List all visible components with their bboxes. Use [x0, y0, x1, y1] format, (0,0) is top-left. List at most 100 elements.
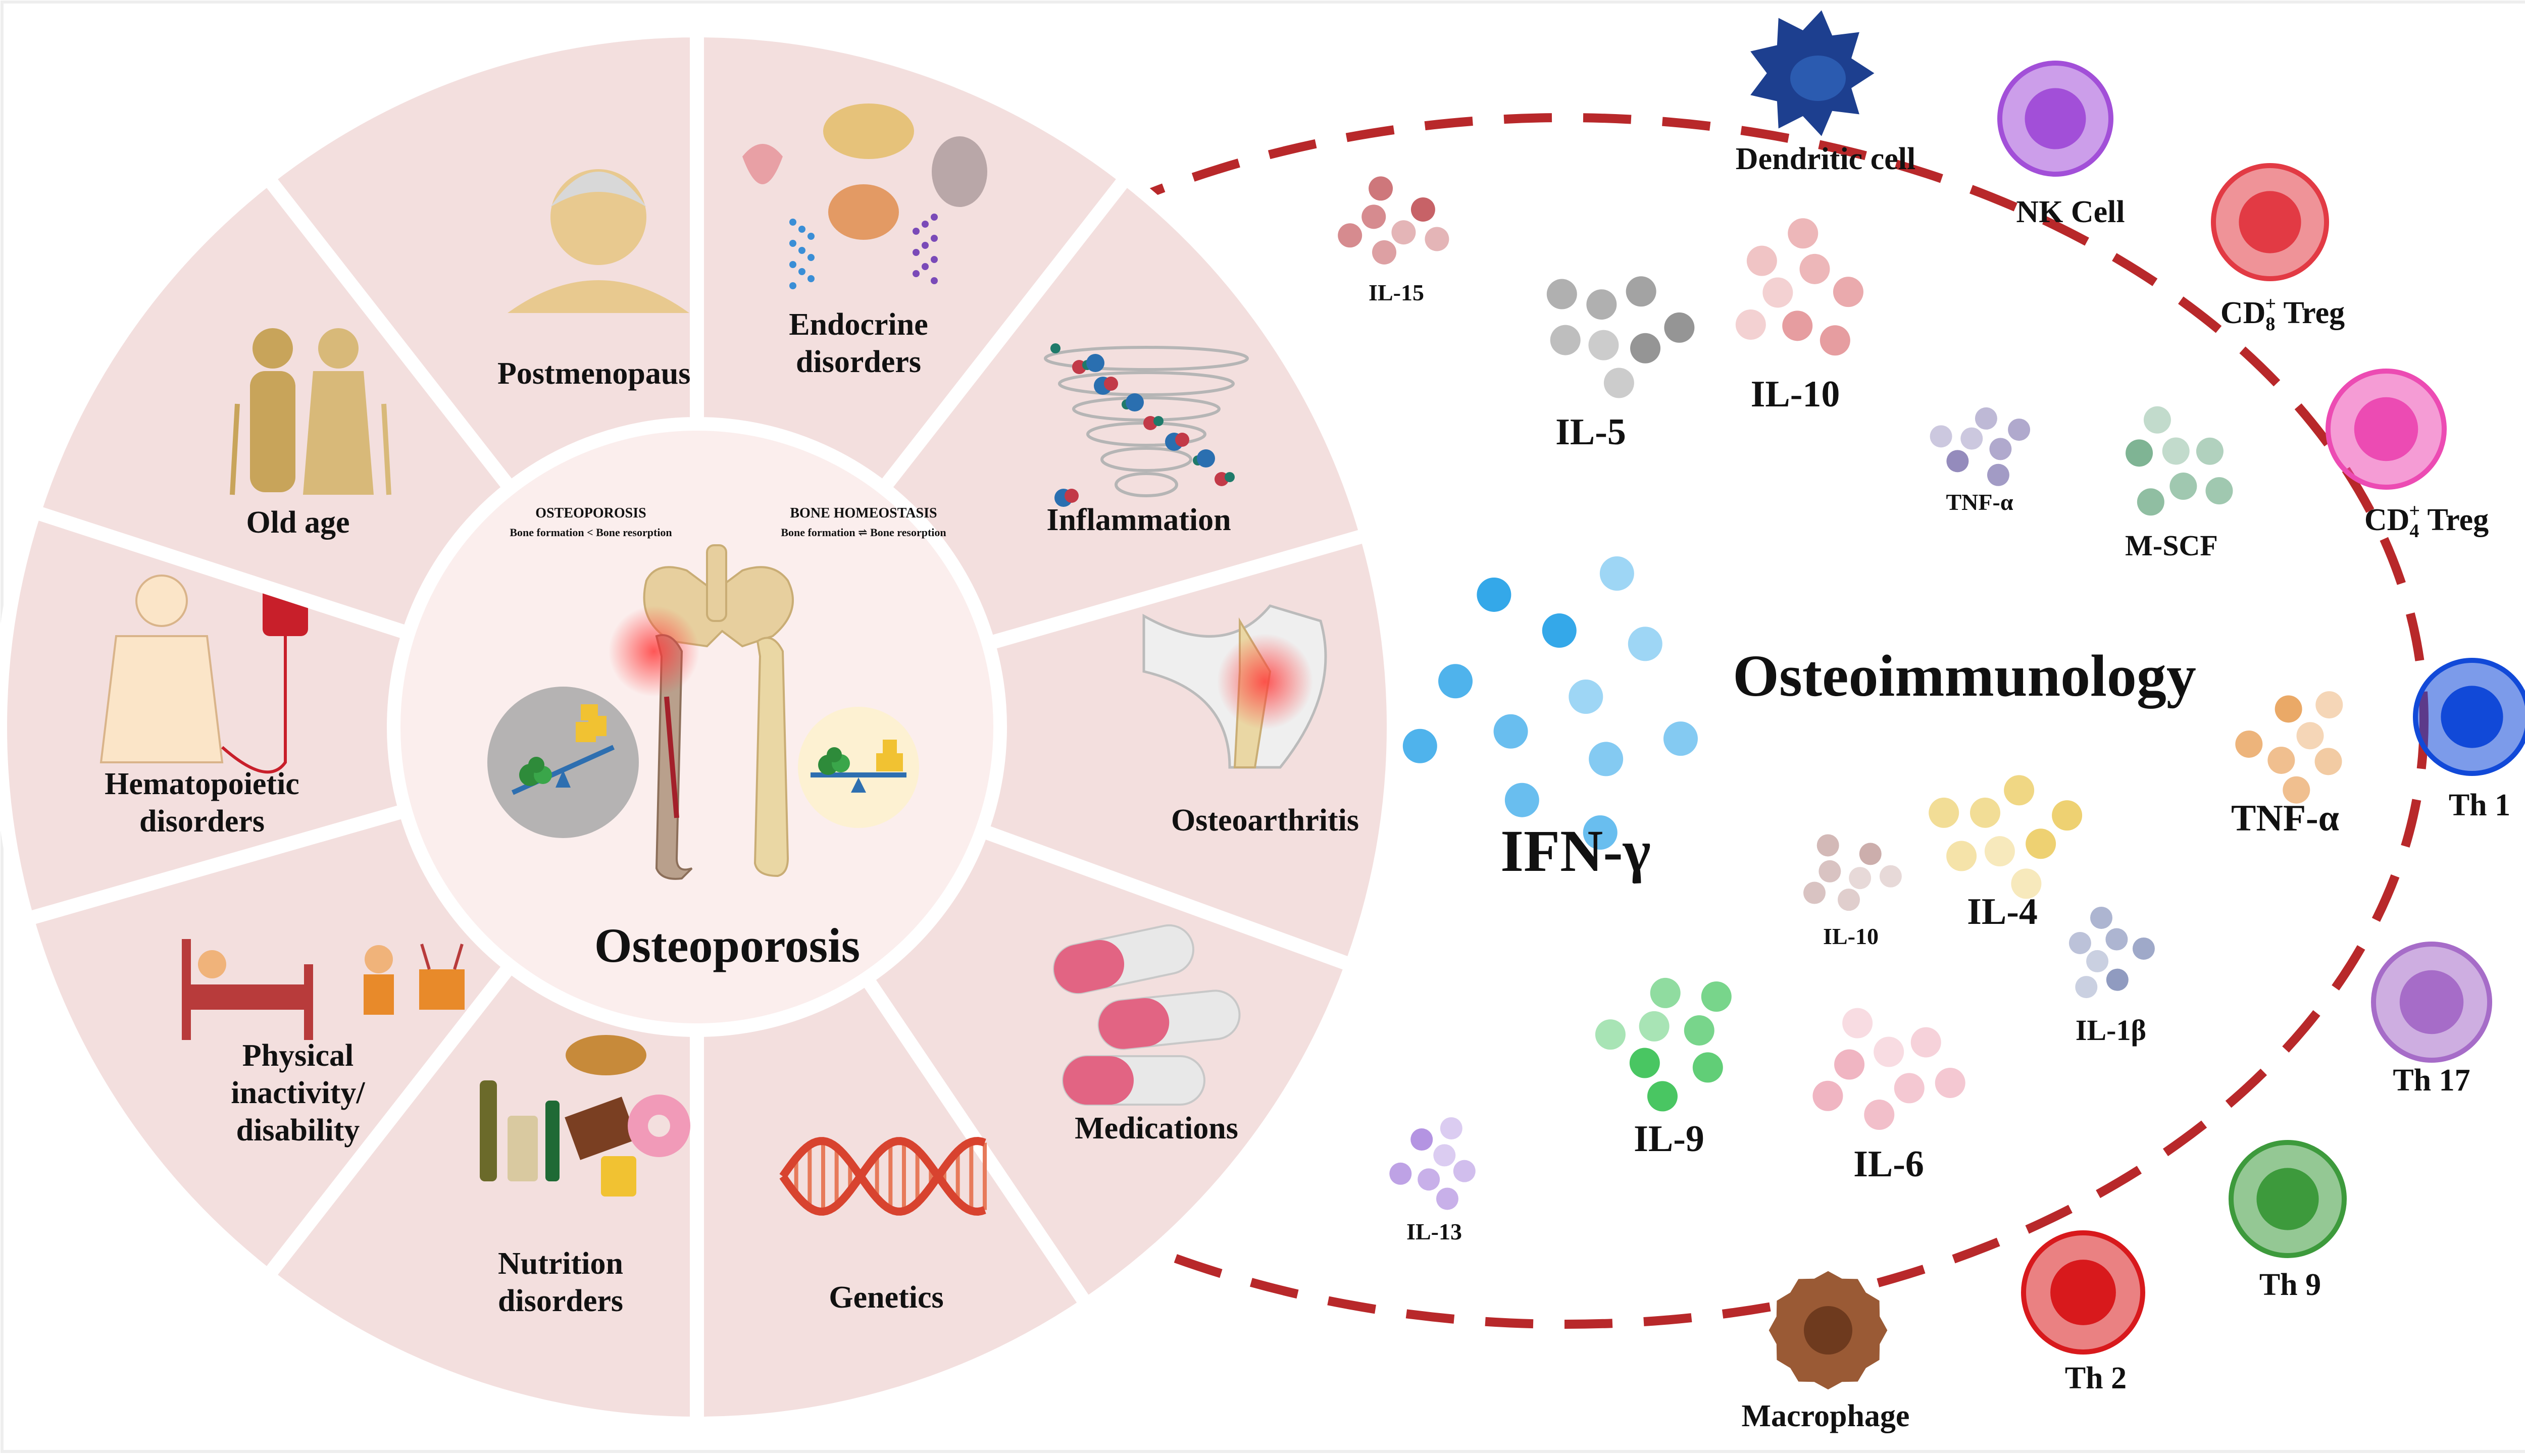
cytokine-label: IL-15 — [1369, 280, 1424, 305]
cytokine-particle — [1812, 1080, 1843, 1111]
cell-label: CD8+ Treg — [2220, 293, 2345, 335]
cytokine-particle — [1453, 1160, 1476, 1182]
cytokine-particle — [1664, 312, 1695, 343]
cytokine-particle — [1583, 815, 1618, 850]
segment-label: disorders — [498, 1284, 623, 1318]
cytokine-particle — [1629, 1048, 1660, 1078]
cytokine-particle — [1834, 1049, 1865, 1080]
pills-icon — [1053, 924, 1241, 1106]
segment-label: Physical — [242, 1038, 354, 1073]
dna-icon — [779, 1137, 987, 1216]
cytokine-particle — [1603, 368, 1634, 398]
cytokine-particle — [1987, 463, 2009, 486]
cytokine-particle — [2126, 439, 2153, 467]
cell-th-9: Th 9 — [2229, 1140, 2347, 1302]
cytokine-particle — [1989, 438, 2012, 460]
cell-nucleus — [2239, 191, 2301, 253]
cytokine-particle — [2162, 437, 2190, 465]
cytokine-particle — [1504, 783, 1539, 817]
cytokine-particle — [2137, 488, 2164, 516]
cytokine-particle — [1701, 981, 1732, 1012]
cytokine-label: IL-5 — [1555, 411, 1626, 453]
segment-label: disorders — [139, 804, 265, 839]
cytokine-particle — [2296, 722, 2324, 750]
segment-label: Endocrine — [789, 307, 928, 342]
cytokine-label: M-SCF — [2125, 529, 2218, 562]
cytokine-particle — [2075, 976, 2098, 999]
cytokine-particle — [1361, 204, 1386, 229]
cytokine-il-10-3: IL-10 — [1735, 218, 1863, 415]
cytokine-particle — [1788, 218, 1819, 249]
osteoporosis-subheading: Bone formation < Bone resorption — [510, 526, 672, 539]
cell-nucleus — [2050, 1260, 2116, 1325]
cytokine-label: IL-9 — [1634, 1118, 1704, 1160]
cytokine-particle — [1389, 1162, 1412, 1185]
segment-osteoarthritis: Osteoarthritis — [972, 526, 1401, 974]
cytokine-particle — [1735, 309, 1766, 340]
segment-label: Inflammation — [1046, 503, 1231, 537]
endocrine-organs-icon — [742, 103, 987, 289]
cell-th-1: Th 1 — [2413, 658, 2525, 822]
center-disk — [387, 418, 1006, 1036]
cytokine-particle — [1910, 1027, 1941, 1058]
osteoimmunology-area: Osteoimmunology IFN-γIL-15IL-5IL-10TNF-α… — [1338, 10, 2525, 1433]
cytokine-particle — [1650, 977, 1681, 1008]
cytokine-m-scf-5: M-SCF — [2125, 406, 2233, 562]
cytokine-particle — [1586, 289, 1617, 320]
cytokine-particle — [2169, 473, 2197, 500]
cell-cd8-treg: CD8+ Treg — [2211, 163, 2345, 335]
cytokine-label: IL-10 — [1751, 374, 1840, 415]
cell-label: Th 17 — [2393, 1063, 2470, 1098]
cytokine-label: TNF-α — [2231, 798, 2339, 839]
cytokine-il-1-9: IL-1β — [2068, 906, 2155, 1047]
cytokine-particle — [1630, 333, 1661, 363]
cytokine-particle — [1433, 1144, 1456, 1167]
cytokine-particle — [2205, 477, 2233, 505]
bone-homeostasis-subheading: Bone formation ⇌ Bone resorption — [781, 526, 946, 539]
cytokine-particle — [1930, 425, 1952, 448]
cytokine-particle — [1425, 227, 1449, 251]
segment-label: Hematopoietic — [105, 767, 299, 801]
osteoimmunology-title: Osteoimmunology — [1733, 643, 2196, 709]
cytokine-particle — [1402, 729, 1437, 763]
cytokine-particle — [1684, 1015, 1714, 1046]
cytokine-particle — [1628, 627, 1662, 661]
cell-th-17: Th 17 — [2371, 942, 2492, 1098]
cytokine-particle — [2086, 950, 2109, 972]
cytokine-il-10-7: IL-10 — [1803, 834, 1902, 949]
cell-label: Th 1 — [2449, 788, 2510, 822]
cell-nk-cell: NK Cell — [1997, 61, 2125, 229]
cytokine-particle — [1799, 253, 1830, 284]
cytokine-particle — [1410, 1128, 1433, 1151]
segment-label: disorders — [796, 345, 921, 379]
bed-tv-icon — [182, 939, 465, 1040]
cytokine-particle — [2267, 746, 2295, 774]
cytokine-label: IL-6 — [1853, 1143, 1924, 1185]
segment-label: Genetics — [829, 1280, 943, 1315]
cytokine-particle — [2068, 931, 2091, 954]
cytokine-particle — [1879, 865, 1902, 888]
cytokine-label: IFN-γ — [1500, 818, 1651, 884]
segment-label: Nutrition — [498, 1246, 623, 1281]
segment-label: disability — [236, 1113, 360, 1148]
cell-label: Macrophage — [1742, 1399, 1910, 1433]
cytokine-particle — [1762, 277, 1793, 308]
cytokine-il-4-8: IL-4 — [1929, 775, 2083, 932]
cell-dendritic-cell: Dendritic cell — [1736, 10, 1915, 176]
cytokine-clusters: IFN-γIL-15IL-5IL-10TNF-αM-SCFTNF-αIL-10I… — [1338, 176, 2343, 1244]
cytokine-particle — [1874, 1036, 1904, 1067]
bone-homeostasis-heading: BONE HOMEOSTASIS — [790, 505, 937, 521]
cell-label: NK Cell — [2016, 195, 2125, 229]
cytokine-particle — [1338, 223, 1362, 248]
cytokine-particle — [1569, 680, 1603, 714]
pelvis-femur-icon — [609, 544, 794, 880]
cytokine-particle — [2011, 868, 2042, 899]
cytokine-particle — [1816, 834, 1839, 857]
cytokine-particle — [1864, 1099, 1895, 1130]
cytokine-label: IL-10 — [1823, 923, 1879, 949]
cytokine-particle — [2026, 828, 2056, 859]
cytokine-particle — [1935, 1067, 1965, 1098]
